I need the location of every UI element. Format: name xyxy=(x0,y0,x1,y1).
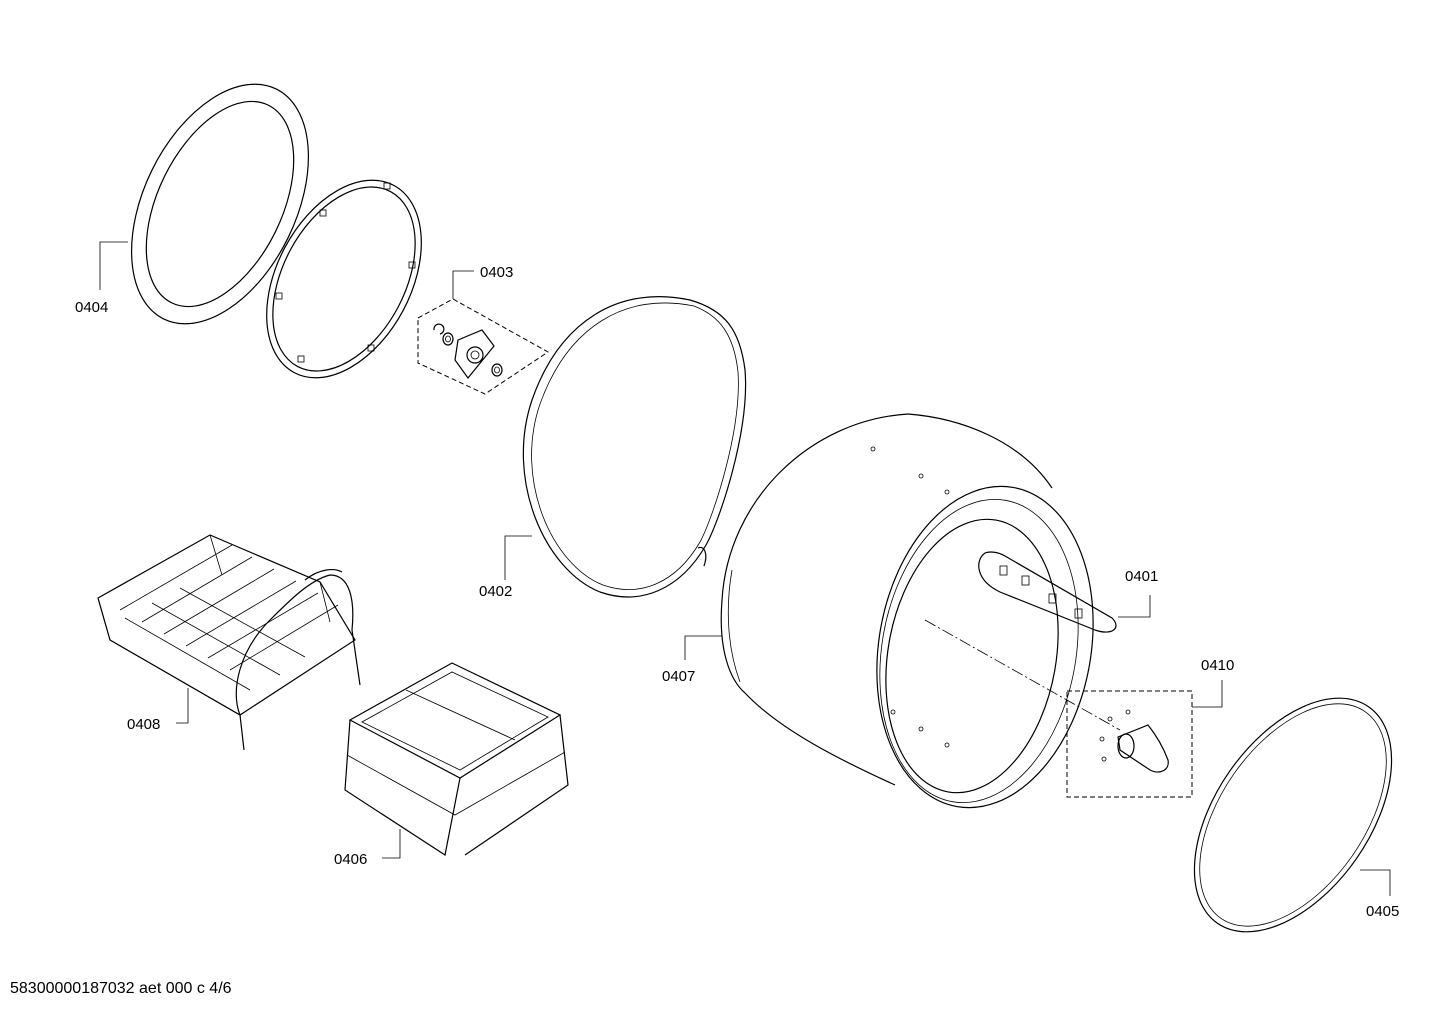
label-0402: 0402 xyxy=(479,583,512,600)
label-0406: 0406 xyxy=(334,851,367,868)
part-0403-bearing-kit xyxy=(417,298,549,395)
label-0401: 0401 xyxy=(1125,568,1158,585)
part-0401-drum-paddle xyxy=(978,551,1117,633)
label-0405: 0405 xyxy=(1366,903,1399,920)
label-0408: 0408 xyxy=(127,716,160,733)
label-0403: 0403 xyxy=(480,264,513,281)
part-0405-rear-ring xyxy=(1193,697,1393,933)
label-0404: 0404 xyxy=(75,299,108,316)
part-0410-hub-kit xyxy=(1066,690,1193,798)
drawing-reference-footer: 58300000187032 aet 000 c 4/6 xyxy=(10,980,232,997)
label-0407: 0407 xyxy=(662,668,695,685)
part-0402-drive-belt xyxy=(522,296,747,598)
part-0404-front-ring xyxy=(131,83,309,325)
label-0410: 0410 xyxy=(1201,657,1234,674)
retaining-ring xyxy=(266,179,422,379)
part-0407-drum xyxy=(720,413,1094,809)
part-0406-drying-box xyxy=(344,662,569,856)
callout-leaders xyxy=(99,241,1391,896)
part-0408-drying-rack xyxy=(97,534,361,751)
